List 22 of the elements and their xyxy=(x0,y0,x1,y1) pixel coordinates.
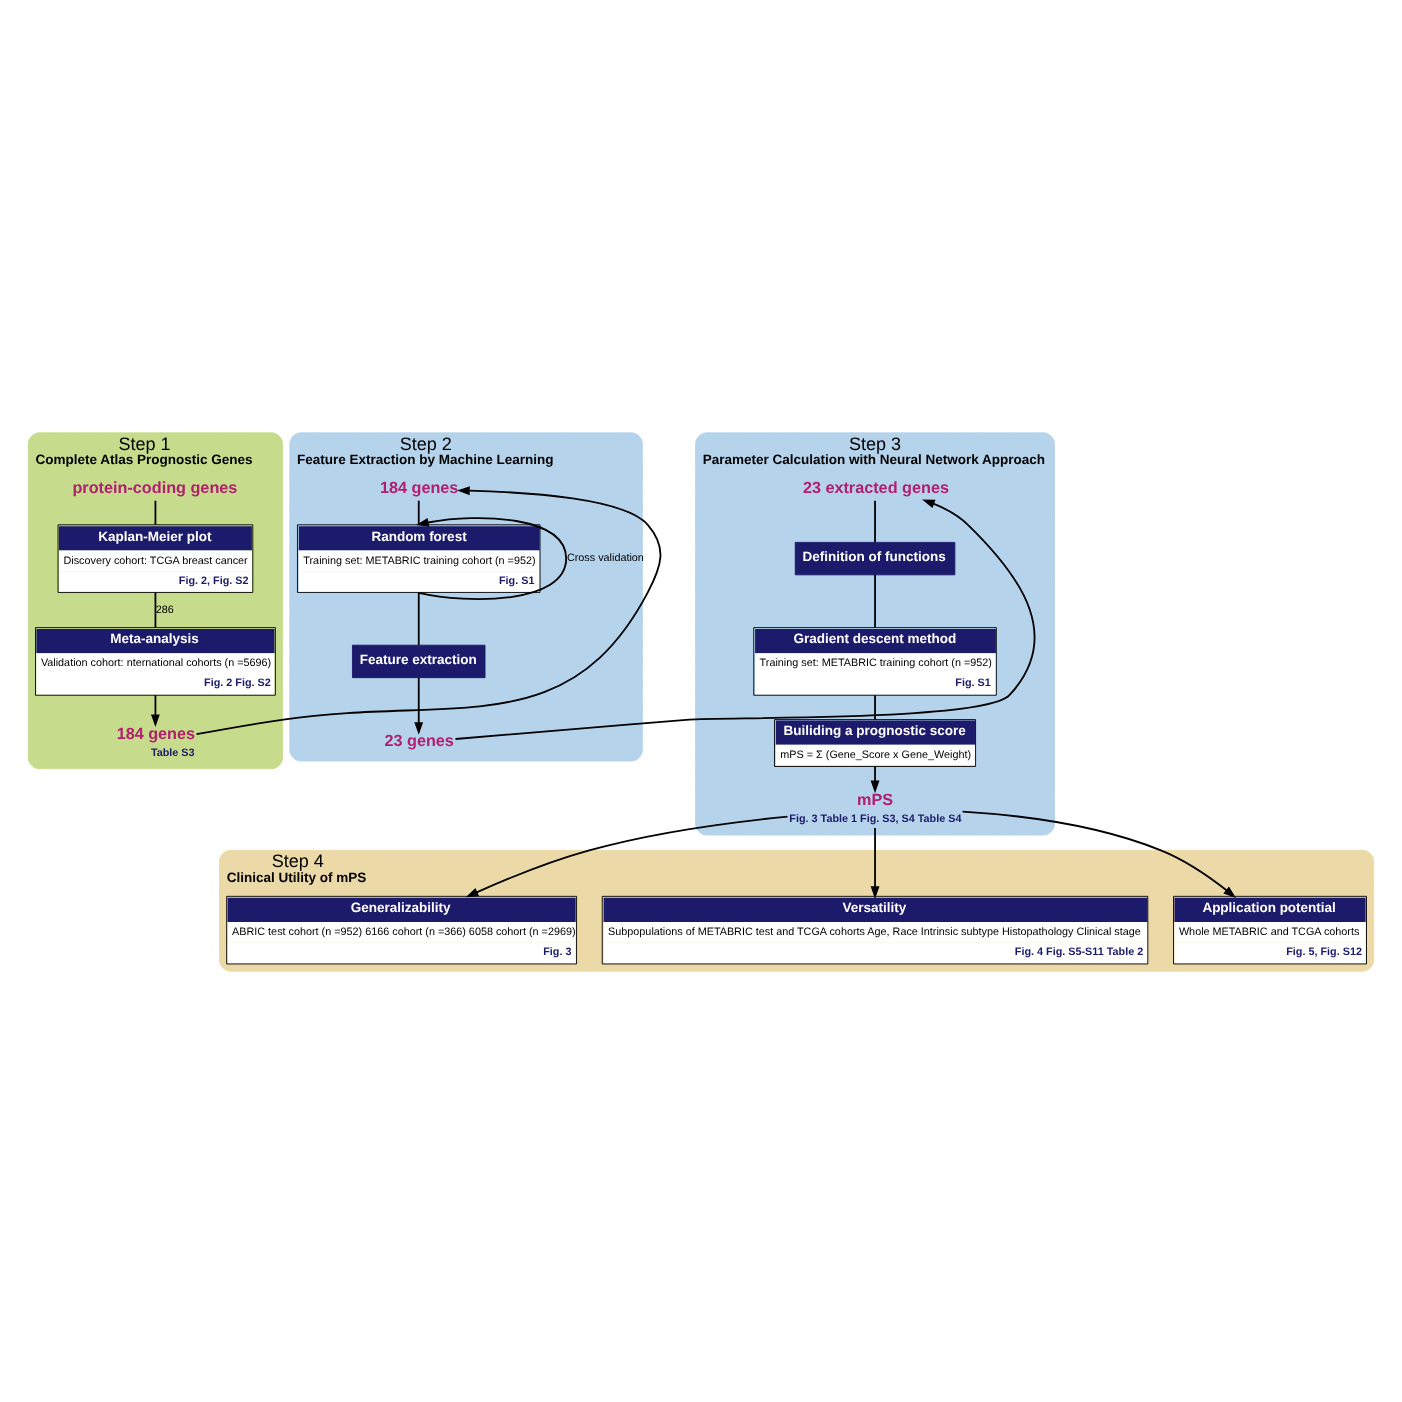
node-text: 23 genes xyxy=(384,731,454,750)
connector xyxy=(874,572,876,628)
connector xyxy=(874,693,876,720)
arrow xyxy=(414,675,424,734)
node-text: 184 genes xyxy=(379,477,459,496)
arrow xyxy=(870,826,880,898)
arrow xyxy=(416,516,568,600)
node-text: 23 extracted genes xyxy=(802,477,949,496)
connector xyxy=(154,498,157,525)
arrow xyxy=(454,498,1036,739)
node-text: mPS xyxy=(857,790,894,809)
arrow xyxy=(195,485,662,735)
arrow xyxy=(151,693,160,727)
arrow xyxy=(465,814,789,897)
node-text: protein-coding genes xyxy=(72,477,238,496)
connector xyxy=(874,498,876,543)
arrow xyxy=(961,809,1236,897)
connector xyxy=(417,590,420,645)
node-text: 184 genes xyxy=(116,723,196,742)
arrow xyxy=(870,764,880,793)
connector xyxy=(154,590,157,628)
connector xyxy=(417,498,420,525)
